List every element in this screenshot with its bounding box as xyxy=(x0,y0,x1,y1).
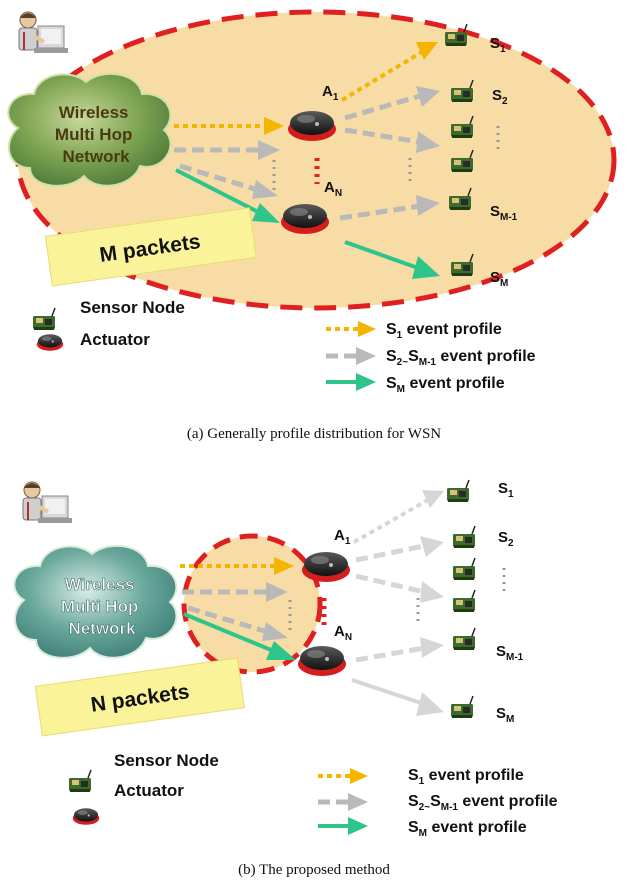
mid-profile-arrow xyxy=(187,605,269,635)
network-label-line3: Network xyxy=(62,147,130,166)
sm-profile-arrow xyxy=(183,612,277,654)
s1-profile-arrow xyxy=(340,50,424,102)
s1-profile-arrowhead xyxy=(416,42,438,60)
panel-a: Wireless Multi Hop Network A1 AN xyxy=(7,9,617,442)
sensor-node-icon xyxy=(452,589,476,613)
legend: Sensor Node Actuator S1 event profile S2… xyxy=(68,751,558,839)
sensor-sm1-label: SM-1 xyxy=(490,203,518,223)
actuator-an-label: AN xyxy=(324,179,342,199)
legend: Sensor Node Actuator S1 event profile S2… xyxy=(32,298,536,395)
legend-mid-profile: S2~SM-1 event profile xyxy=(408,793,558,813)
legend-s1-arrowhead xyxy=(358,321,376,337)
sensor-s1-label: S1 xyxy=(490,35,506,55)
actuator-icon xyxy=(288,111,336,141)
network-label: Wireless Multi Hop Network xyxy=(61,575,143,638)
network-label-line3: Network xyxy=(68,619,136,638)
mid-profile-arrow xyxy=(179,163,259,193)
mid-profile-arrowhead xyxy=(252,180,278,199)
sensor-sm-label: SM xyxy=(490,269,508,289)
person-at-computer-icon xyxy=(17,10,70,55)
sm-profile-arrowhead xyxy=(266,641,296,660)
actuator-icon xyxy=(72,808,100,825)
legend-s1-arrowhead xyxy=(350,768,368,784)
network-label: Wireless Multi Hop Network xyxy=(55,103,137,166)
mid-profile-arrow-faded xyxy=(355,573,425,595)
actuator-a1-label: A1 xyxy=(334,527,351,547)
actuator-icon xyxy=(298,646,346,676)
mid-profile-arrowhead-faded xyxy=(420,581,444,603)
s1-profile-arrowhead-faded xyxy=(422,490,444,508)
sm-profile-arrowhead xyxy=(252,203,280,223)
sm-profile-arrowhead xyxy=(412,256,440,279)
mid-profile-arrow xyxy=(339,203,421,221)
sm-profile-arrow xyxy=(175,168,263,216)
legend-mid-arrowhead xyxy=(348,793,368,811)
network-label-line1: Wireless xyxy=(59,103,129,122)
distribution-area-circle xyxy=(181,533,323,675)
legend-mid-profile: S2~SM-1 event profile xyxy=(386,348,536,368)
mid-profile-arrow-faded xyxy=(355,543,425,563)
mid-profile-arrowhead xyxy=(258,140,280,160)
mid-profile-arrowhead xyxy=(416,195,440,216)
sensor-sm1-label: SM-1 xyxy=(496,643,524,663)
s1-profile-arrowhead xyxy=(274,557,294,575)
sensor-sm-label: SM xyxy=(496,705,514,725)
sm-profile-arrowhead-faded xyxy=(416,692,444,716)
s1-profile-arrow-faded xyxy=(353,498,429,544)
sensor-s2-label: S2 xyxy=(492,87,508,107)
legend-sm-arrowhead xyxy=(356,373,376,391)
legend-s1-profile: S1 event profile xyxy=(386,321,502,341)
network-label-line1: Wireless xyxy=(65,575,135,594)
packets-box: M packets xyxy=(44,207,257,287)
mid-profile-arrowhead xyxy=(416,86,440,107)
mid-profile-arrowhead xyxy=(266,582,288,602)
sm-profile-arrow-faded xyxy=(351,678,425,706)
actuator-a1-label: A1 xyxy=(322,83,339,103)
mid-profile-arrowhead-faded xyxy=(420,536,444,557)
sensor-node-icon xyxy=(446,479,470,503)
sensor-node-icon xyxy=(444,23,468,47)
network-label-line2: Multi Hop xyxy=(61,597,138,616)
mid-profile-arrow xyxy=(344,127,421,145)
legend-s1-profile: S1 event profile xyxy=(408,767,524,787)
sensor-node-icon xyxy=(68,769,92,793)
panel-b: Wireless Multi Hop Network A1 AN xyxy=(13,479,558,878)
legend-sensor-node: Sensor Node xyxy=(114,751,219,770)
legend-sm-profile: SM event profile xyxy=(408,819,527,839)
person-at-computer-icon xyxy=(21,480,74,525)
legend-mid-arrowhead xyxy=(356,347,376,365)
actuator-icon xyxy=(281,204,329,234)
mid-profile-arrow xyxy=(344,93,421,121)
network-label-line2: Multi Hop xyxy=(55,125,132,144)
sensor-node-icon xyxy=(32,307,56,331)
legend-sm-profile: SM event profile xyxy=(386,375,505,395)
legend-actuator: Actuator xyxy=(80,330,150,349)
mid-profile-arrow-faded xyxy=(355,645,425,663)
sensor-node-icon xyxy=(452,557,476,581)
mid-profile-arrowhead-faded xyxy=(420,637,444,658)
packets-box: N packets xyxy=(34,657,245,737)
caption-b: (b) The proposed method xyxy=(238,862,390,878)
legend-sm-arrowhead xyxy=(348,817,368,835)
mid-profile-arrowhead xyxy=(262,622,288,641)
sensor-node-icon xyxy=(452,627,476,651)
actuator-icon xyxy=(302,552,350,582)
sensor-s2-label: S2 xyxy=(498,529,514,549)
sensor-node-icon xyxy=(452,525,476,549)
legend-sensor-node: Sensor Node xyxy=(80,298,185,317)
actuator-an-label: AN xyxy=(334,623,352,643)
caption-a: (a) Generally profile distribution for W… xyxy=(187,426,441,442)
sensor-s1-label: S1 xyxy=(498,480,514,500)
s1-profile-arrowhead xyxy=(264,117,284,135)
mid-profile-arrowhead xyxy=(416,131,440,153)
actuator-icon xyxy=(36,334,64,351)
sm-profile-arrow xyxy=(344,240,419,270)
legend-actuator: Actuator xyxy=(114,781,184,800)
sensor-node-icon xyxy=(450,695,474,719)
